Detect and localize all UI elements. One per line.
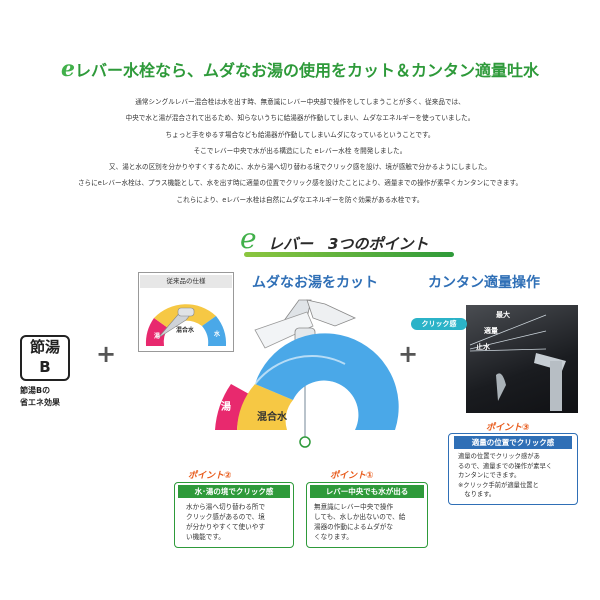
e-logo-letter: e xyxy=(240,222,257,255)
desc-line: ※クリック手前が適量位置と xyxy=(458,481,539,489)
desc-line: 適量の位置でクリック感があ xyxy=(458,453,540,460)
point2-heading: ポイント② xyxy=(188,471,232,481)
desc-line: 湯器の作動によるムダがな xyxy=(314,523,393,531)
intro-line: そこでレバー中央で水が出る構造にした eレバー水栓 を開発しました。 xyxy=(193,146,407,155)
badge-line2: B xyxy=(39,358,51,376)
point3-box xyxy=(448,433,578,505)
effect-line2: 省エネ効果 xyxy=(20,398,60,407)
intro-line: ちょっと手をゆるす場合なども給湯器が作動してしまいムダになっているということです… xyxy=(165,130,435,139)
point3-title: 適量の位置でクリック感 xyxy=(454,436,572,449)
old-product-arc: 湯 混合水 水 xyxy=(145,304,227,346)
point1-title: レバー中央でも水が出る xyxy=(310,485,424,498)
desc-line: 水から湯へ切り替わる所で xyxy=(186,503,266,511)
section-title-cut: ムダなお湯をカット xyxy=(252,275,378,291)
desc-line: クリック感があるので、境 xyxy=(186,513,265,521)
intro-paragraph: 通常シングルレバー混合栓は水を出す時、無意識にレバー中央部で操作をしてしまうこと… xyxy=(40,94,560,208)
desc-line: なります。 xyxy=(458,491,496,498)
point1-description: 無意識にレバー中央で操作 しても、水しか出ないので、給 湯器の作動によるムダがな… xyxy=(314,502,424,542)
faucet-photo xyxy=(466,305,578,413)
effect-line1: 節湯Bの xyxy=(20,386,51,395)
e-logo-letter: e xyxy=(60,56,75,82)
old-hot-label: 湯 xyxy=(154,332,160,340)
title-swoosh xyxy=(244,252,454,257)
intro-line: これらにより、eレバー水栓は自然にムダなエネルギーを防ぐ効果がある水栓です。 xyxy=(176,195,424,204)
desc-line: 無意識にレバー中央で操作 xyxy=(314,503,394,511)
arc-mix-label: 混合水 xyxy=(257,410,288,423)
desc-line: しても、水しか出ないので、給 xyxy=(314,513,406,521)
point2-title: 水･湯の境でクリック感 xyxy=(178,485,290,498)
intro-line: 通常シングルレバー混合栓は水を出す時、無意識にレバー中央部で操作をしてしまうこと… xyxy=(135,98,465,106)
headline-text: レバー水栓なら、ムダなお湯の使用をカット＆カンタン適量吐水 xyxy=(74,61,539,80)
click-feel-tag: クリック感 xyxy=(411,318,467,330)
plus-sign: + xyxy=(398,340,419,368)
point3-heading: ポイント③ xyxy=(486,423,530,433)
intro-line: 又、湯と水の区別を分かりやすくするために、水から湯へ切り替わる境でクリック感を設… xyxy=(109,163,491,172)
intro-line: さらにeレバー水栓は、プラス機能として、水を出す時に適量の位置でクリック感を設け… xyxy=(77,179,523,188)
old-product-label: 従来品の仕様 xyxy=(140,275,232,288)
desc-line: カンタンにできます。 xyxy=(458,472,521,479)
point2-description: 水から湯へ切り替わる所で クリック感があるので、境 が分かりやすくて使いやす い… xyxy=(186,502,290,542)
stop-label: 止水 xyxy=(476,343,490,351)
old-cold-label: 水 xyxy=(214,330,221,338)
three-points-text: レバー 3つのポイント xyxy=(268,235,429,253)
badge-line1: 節湯 xyxy=(29,338,60,356)
plus-sign: + xyxy=(96,340,117,368)
point3-description: 適量の位置でクリック感があ るので、適量までの操作が素早く カンタンにできます。… xyxy=(458,452,576,500)
desc-line: くなります。 xyxy=(314,533,353,541)
arc-cold-label: 水 xyxy=(345,405,357,419)
energy-effect-label: 節湯Bの 省エネ効果 xyxy=(20,385,60,409)
main-lever-diagram: 湯 混合水 水 xyxy=(215,299,399,448)
desc-line: い機能です。 xyxy=(186,533,225,541)
arc-hot-label: 湯 xyxy=(221,400,231,413)
desc-line: るので、適量までの操作が素早く xyxy=(458,462,553,470)
setsuyu-b-badge: 節湯 B xyxy=(20,335,70,381)
arc-cold xyxy=(255,333,399,430)
headline: eレバー水栓なら、ムダなお湯の使用をカット＆カンタン適量吐水 xyxy=(0,56,600,82)
arc-hot xyxy=(215,384,249,430)
arc-mix xyxy=(237,384,293,430)
desc-line: が分かりやすくて使いやす xyxy=(186,523,265,531)
proper-label: 適量 xyxy=(484,327,498,335)
intro-line: 中央で水と湯が混合されて出るため、知らないうちに給湯器が作動してしまい、ムダなエ… xyxy=(125,114,475,123)
point1-heading: ポイント① xyxy=(330,471,374,481)
old-mix-label: 混合水 xyxy=(176,326,195,334)
max-label: 最大 xyxy=(496,311,510,319)
three-points-title: e レバー 3つのポイント xyxy=(240,222,500,260)
section-title-easy: カンタン適量操作 xyxy=(428,275,540,291)
